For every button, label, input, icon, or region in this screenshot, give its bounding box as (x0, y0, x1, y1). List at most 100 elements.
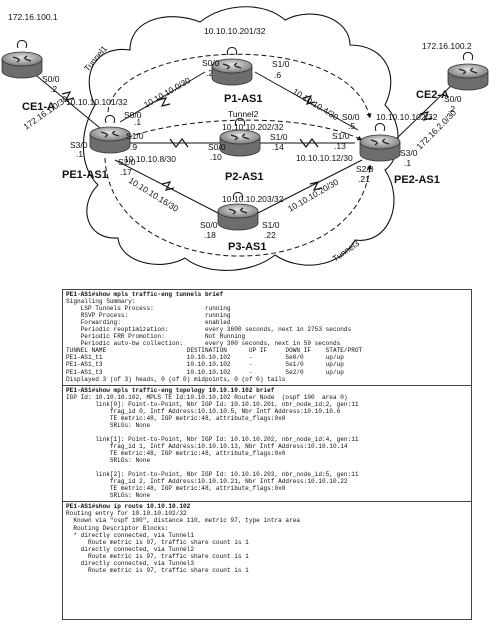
p2-s00: S0/0 (208, 142, 226, 152)
cli-output-line: SRLGs: None (66, 421, 151, 429)
pe2-loopback: 10.10.10.102/32 (376, 112, 438, 122)
p2-loopback: 10.10.10.202/32 (222, 122, 284, 132)
cli-output-line: Periodic auto-bw collection: every 300 s… (66, 340, 341, 348)
cli-output-line: Route metric is 97, traffic share count … (66, 552, 249, 560)
cli-output-line: PE1-AS1_t3 10.10.10.102 - Se1/0 up/up (66, 361, 344, 369)
cli-output-line: TE metric:48, IGP metric:48, attribute_f… (66, 485, 286, 493)
router-name-p3: P3-AS1 (228, 241, 267, 253)
cli-output-line: Periodic reoptimization: every 3600 seco… (66, 326, 352, 334)
ce1a-ip: 172.16.100.1 (8, 12, 58, 22)
p1-dot6: .6 (274, 70, 281, 80)
ce2a-ip: 172.16.100.2 (422, 41, 472, 51)
serial-marks (61, 91, 433, 191)
cli-command-line: PE1-AS1#show mpls traffic-eng topology 1… (66, 386, 275, 394)
p3-s10: S1/0 (262, 220, 280, 230)
router-ce2a-icon[interactable] (447, 52, 489, 91)
cli-output-line: * directly connected, via Tunnel1 (66, 531, 194, 539)
router-name-p1: P1-AS1 (224, 93, 263, 105)
cloud-outline (82, 6, 399, 271)
p3-dot18: .18 (204, 230, 216, 240)
pe1-s20: S2/0 (118, 157, 136, 167)
cli-output-line: PE1-AS1_t1 10.10.10.102 - Se0/0 up/up (66, 354, 344, 362)
cli-output-line: LSP Tunnels Process: running (66, 305, 231, 313)
cli-output-line: TE metric:48, IGP metric:48, attribute_f… (66, 450, 286, 458)
router-p2-icon[interactable] (219, 118, 261, 157)
net-p2a: 10.10.10.8/30 (124, 154, 176, 164)
router-name-p2: P2-AS1 (225, 171, 264, 183)
cli-output-line: frag_id 1, Intf Address:10.10.10.13, Nbr… (66, 442, 348, 450)
p1-s00: S0/0 (202, 58, 220, 68)
cli-output-line: Signalling Summary: (66, 298, 136, 306)
pe1-loopback: 10.10.10.101/32 (66, 97, 128, 107)
net-p2b: 10.10.10.12/30 (296, 153, 353, 163)
net-p1b: 10.10.10.4/30 (291, 86, 341, 122)
p2-dot10: .10 (210, 152, 222, 162)
ce1-s00: S0/0 (42, 74, 60, 84)
pe1-dot17: .17 (120, 167, 132, 177)
pe1-dot1b: .1 (134, 117, 141, 127)
cli-command-line: PE1-AS1#show ip route 10.10.10.102 (66, 503, 191, 511)
pe2-s20: S2/0 (356, 164, 374, 174)
ce1-dot2: .2 (50, 84, 57, 94)
cli-output-line: Routing Descriptor Blocks: (66, 524, 169, 532)
cli-output-line: Periodic FRR Promotion: Not Running (66, 333, 246, 341)
cli-output-line (66, 464, 468, 471)
pe1-dot1: .1 (76, 149, 83, 159)
network-diagram: CE1-A PE1-AS1 P1-AS1 P2-AS1 P3-AS1 PE2-A… (1, 6, 489, 271)
pe2-dot5: .5 (348, 121, 355, 131)
cli-output-line: TE metric:48, IGP metric:48, attribute_f… (66, 414, 286, 422)
router-ce1a-icon[interactable] (1, 40, 43, 79)
cli-output-line: frag_id 0, Intf Address:10.10.10.5, Nbr … (66, 407, 341, 415)
cli-output-line: link[0]: Point-to-Point, Nbr IGP Id: 10.… (66, 400, 359, 408)
router-p1-icon[interactable] (211, 47, 253, 86)
cli-output-line: frag_id 2, Intf Address:10.10.10.21, Nbr… (66, 478, 348, 486)
pe2-dot13: .13 (334, 141, 346, 151)
pe1-dot9: .9 (130, 142, 137, 152)
router-p3-icon[interactable] (217, 192, 259, 231)
tunnel2-label: Tunnel2 (228, 109, 259, 119)
links (31, 71, 456, 214)
cli-output-line: link[1]: Point-to-Point, Nbr IGP Id: 10.… (66, 435, 359, 443)
pe2-s30: S3/0 (400, 148, 418, 158)
cli-output-line: Forwarding: enabled (66, 319, 231, 327)
net-p3b: 10.10.10.20/30 (286, 177, 340, 214)
ce2-s00: S0/0 (444, 94, 462, 104)
p1-dot2: .2 (206, 68, 213, 78)
router-name-ce1a: CE1-A (22, 101, 55, 113)
pe2-s10: S1/0 (332, 131, 350, 141)
cli-output-line: Route metric is 97, traffic share count … (66, 566, 249, 574)
p3-loopback: 10.10.10.203/32 (222, 194, 284, 204)
cli-output-panel: PE1-AS1#show mpls traffic-eng tunnels br… (62, 289, 472, 620)
cli-output-line: RSVP Process: running (66, 312, 231, 320)
pe2-s00: S0/0 (342, 112, 360, 122)
tunnel1-path (107, 53, 372, 119)
router-name-ce2a: CE2-A (416, 89, 449, 101)
cli-output-line: IGP Id: 10.10.10.102, MPLS TE Id:10.10.1… (66, 393, 348, 401)
cli-output-line: directly connected, via Tunnel2 (66, 545, 194, 553)
cli-section: PE1-AS1#show mpls traffic-eng tunnels br… (63, 290, 471, 386)
p3-dot22: .22 (264, 230, 276, 240)
pe2-dot21: .21 (358, 174, 370, 184)
cli-section: PE1-AS1#show mpls traffic-eng topology 1… (63, 386, 471, 503)
pe1-s00: S0/0 (124, 110, 142, 120)
router-pe1-icon[interactable] (89, 115, 131, 154)
ce2-dot2: .2 (448, 104, 455, 114)
pe1-s10: S1/0 (126, 131, 144, 141)
cli-output-line: SRLGs: None (66, 457, 151, 465)
tunnel3-path (104, 157, 373, 257)
cli-command-line: PE1-AS1#show mpls traffic-eng tunnels br… (66, 291, 224, 298)
tunnel1-label: Tunnel1 (82, 43, 109, 73)
pe1-s30: S3/0 (70, 140, 88, 150)
cli-output-line: Known via "ospf 100", distance 110, metr… (66, 517, 301, 525)
cli-output-line: link[2]: Point-to-Point, Nbr IGP Id: 10.… (66, 471, 359, 479)
cli-output-line: Displayed 3 (of 3) heads, 0 (of 0) midpo… (66, 375, 286, 383)
tunnel3-label: Tunnel3 (330, 238, 361, 264)
p2-s10: S1/0 (270, 132, 288, 142)
p3-s00: S0/0 (200, 220, 218, 230)
p1-loopback: 10.10.10.201/32 (204, 26, 266, 36)
router-pe2-icon[interactable] (359, 123, 401, 162)
p2-dot14: .14 (272, 142, 284, 152)
pe2-dot1: .1 (404, 158, 411, 168)
tunnel2-path (119, 119, 363, 141)
